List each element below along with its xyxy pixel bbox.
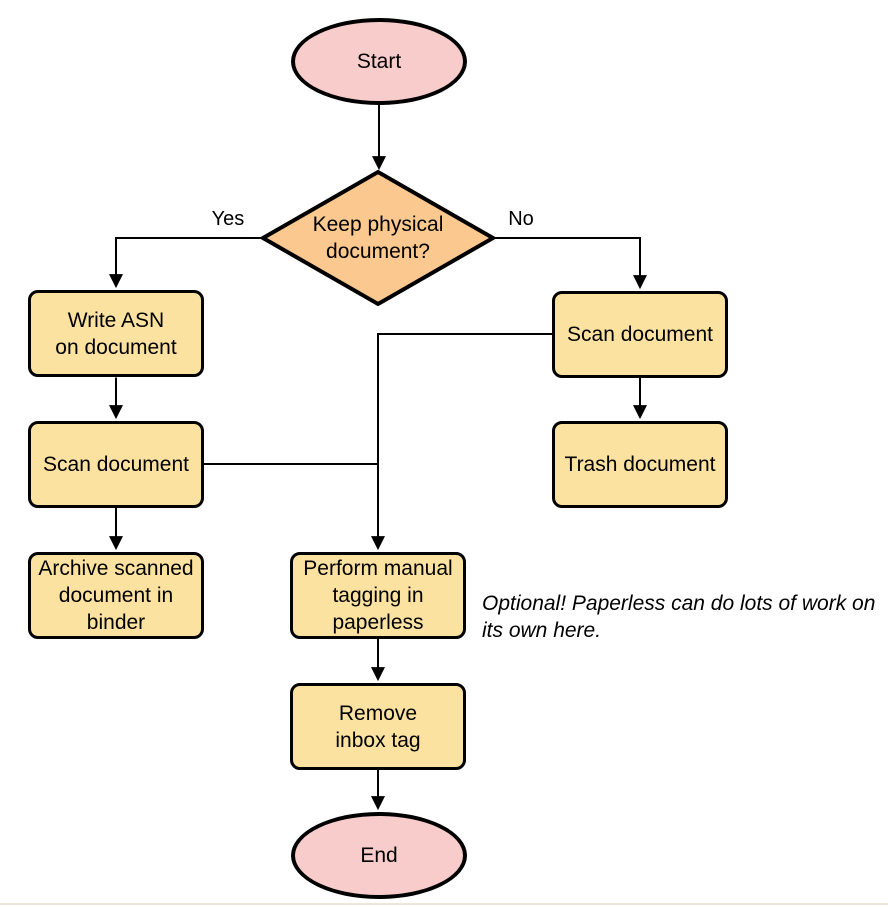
optional-note-text: Optional! Paperless can do lots of work … [482,592,876,642]
edge-decision-yes-to-write-asn [109,237,263,289]
edge-scan-right-to-tagging [371,333,552,551]
edge-decision-no-to-scan-right [493,237,647,290]
bottom-divider [0,903,888,905]
node-remove-inbox-tag: Remove inbox tag [290,683,466,770]
node-scan-document-right: Scan document [552,291,728,378]
node-scan-document-left: Scan document [28,421,204,508]
node-write-asn: Write ASN on document [28,290,204,377]
node-decision-label: Keep physical document? [312,213,444,263]
decision-diamond-shape [258,169,498,307]
node-end: End [291,812,467,899]
node-archive-in-binder: Archive scanned document in binder [28,552,204,639]
node-manual-tagging: Perform manual tagging in paperless [290,552,466,639]
edge-label-yes: Yes [211,208,245,230]
node-trash-document: Trash document [552,421,728,508]
edge-label-no: No [508,208,534,230]
node-start: Start [291,18,467,105]
